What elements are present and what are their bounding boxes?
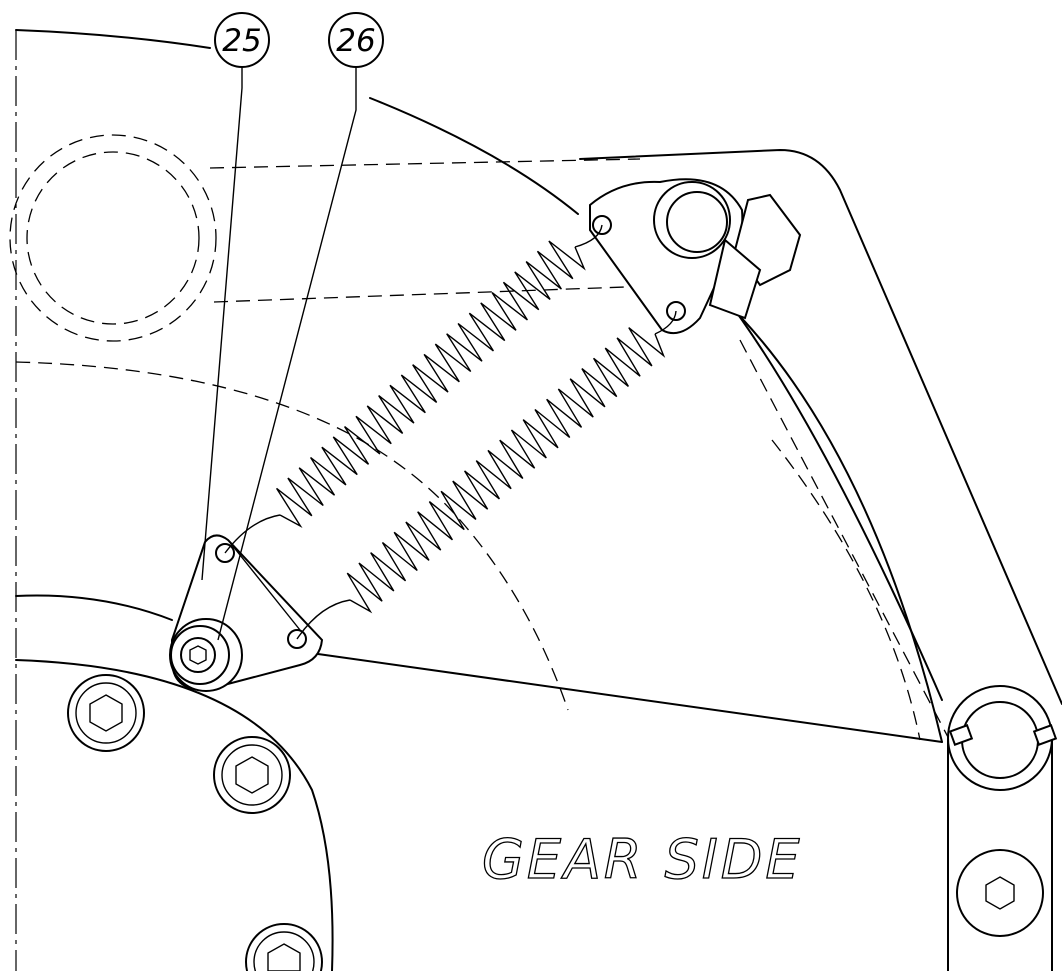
gear-side-label: GEAR SIDE <box>482 828 803 891</box>
callout-26-label: 26 <box>336 23 375 59</box>
hidden-arc-right <box>771 439 921 741</box>
housing-plate <box>15 29 1062 743</box>
callout-26[interactable]: 26 <box>328 12 384 68</box>
upper-spring <box>224 224 603 554</box>
housing-bolt-3 <box>245 923 323 971</box>
hidden-roller <box>9 134 641 342</box>
gear-housing <box>15 659 334 971</box>
lower-spring <box>296 310 677 640</box>
leader-25 <box>201 58 243 581</box>
callout-25-label: 25 <box>222 23 261 59</box>
housing-bolt-1 <box>67 674 145 752</box>
leader-26 <box>217 58 357 641</box>
callout-25[interactable]: 25 <box>214 12 270 68</box>
upper-bracket <box>589 178 802 334</box>
housing-bolt-2 <box>213 736 291 814</box>
hidden-line-right <box>739 339 961 761</box>
lower-lever <box>169 534 324 692</box>
frame-leg <box>947 685 1058 971</box>
